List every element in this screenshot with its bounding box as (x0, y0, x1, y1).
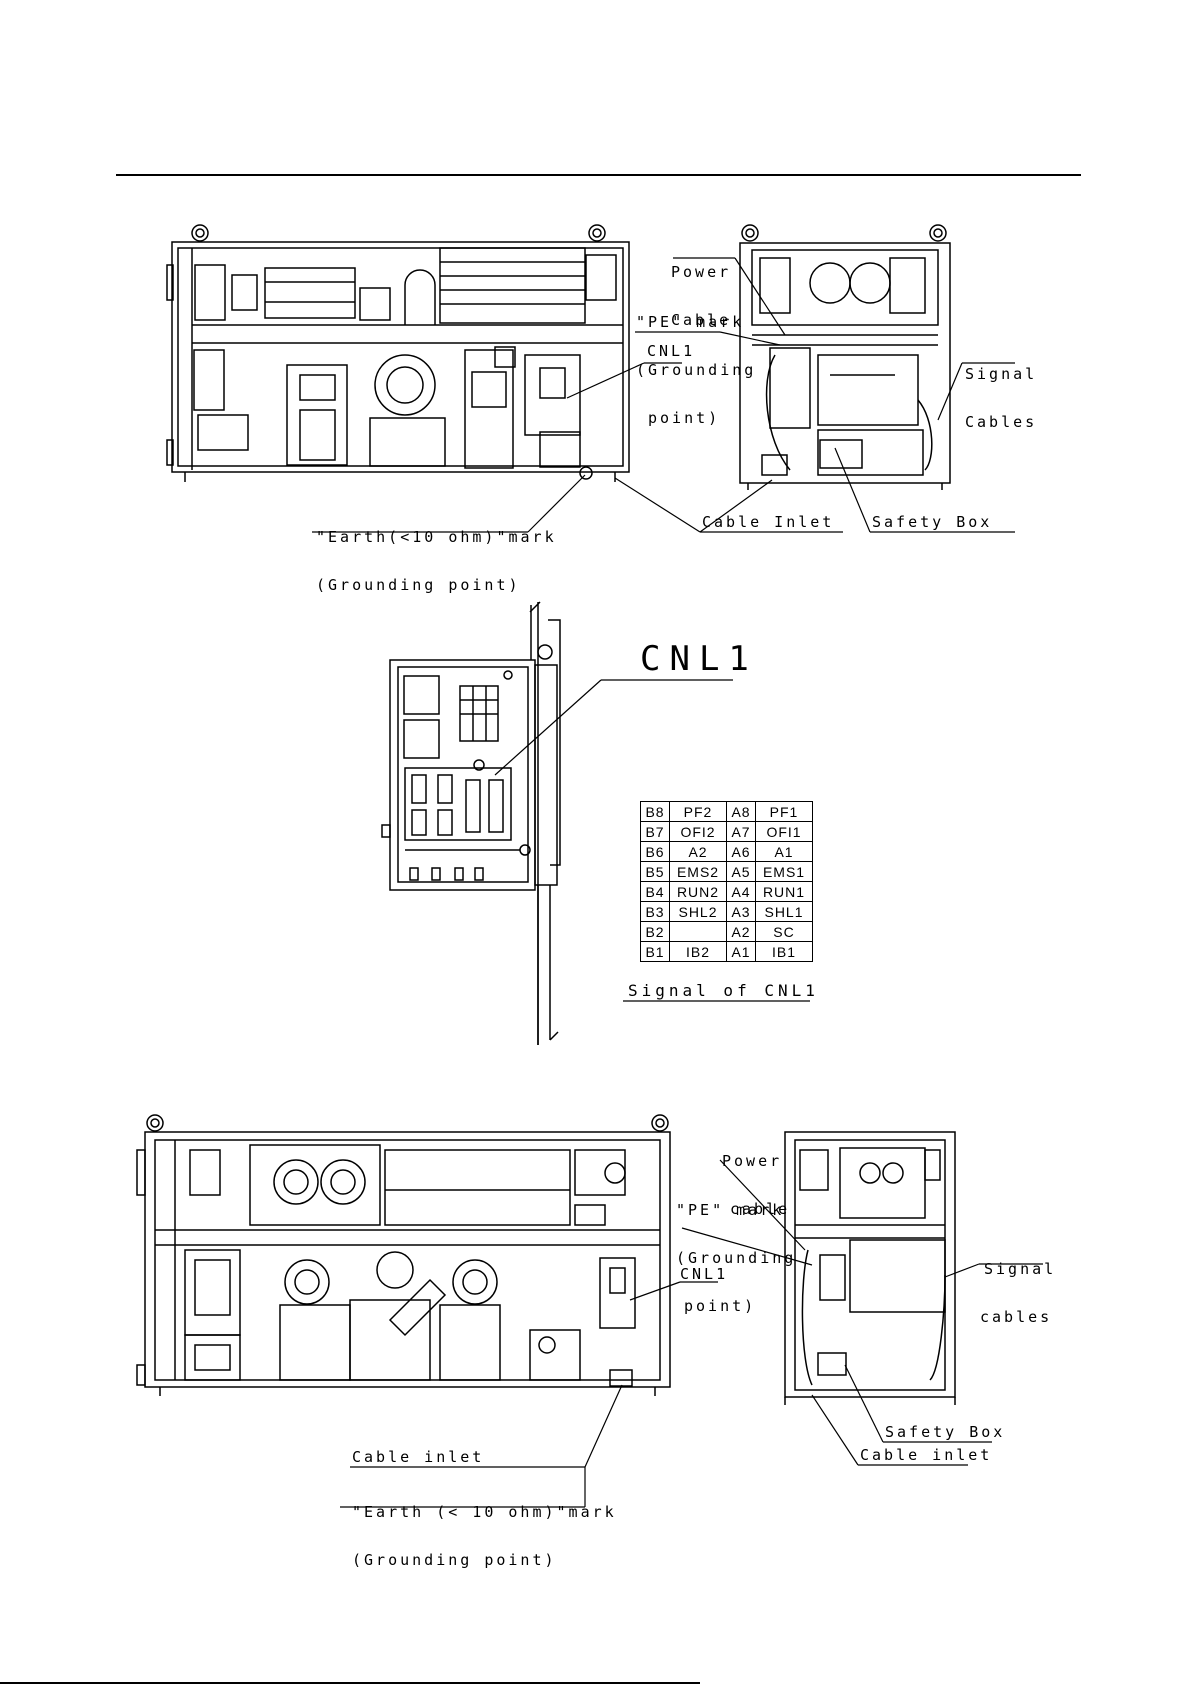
signal-a-cell: IB1 (755, 941, 813, 962)
bottom-leaders (340, 1159, 1043, 1508)
pin-a-cell: A8 (726, 801, 756, 822)
pin-b-cell: B6 (640, 841, 670, 862)
top-signal-cables-line-1: Signal (965, 365, 1038, 383)
signal-a-cell: RUN1 (755, 881, 813, 902)
top-earth-mark-line-1: "Earth(<10 ohm)"mark (316, 528, 557, 546)
signal-b-cell: PF2 (669, 801, 727, 822)
bottom-power-cable-line-1: Power (722, 1152, 783, 1170)
top-pe-mark-line-1: "PE" mark (636, 313, 745, 331)
top-leaders (312, 257, 1015, 533)
pin-b-cell: B4 (640, 881, 670, 902)
pin-a-cell: A2 (726, 921, 756, 942)
pin-b-cell: B1 (640, 941, 670, 962)
top-pe-mark-line-2: (Grounding (636, 361, 757, 379)
signal-b-cell: SHL2 (669, 901, 727, 922)
bottom-side-view (784, 1131, 956, 1405)
signal-b-cell: A2 (669, 841, 727, 862)
signal-a-cell: SC (755, 921, 813, 942)
top-signal-cables-label: Signal Cables (965, 334, 1037, 446)
top-signal-cables-line-2: Cables (965, 413, 1038, 431)
top-front-view (166, 224, 630, 482)
bottom-front-view (136, 1114, 671, 1396)
top-power-cable-label: Power Cable (671, 232, 731, 344)
cnl1-box-detail (381, 601, 561, 1045)
signal-b-cell (669, 921, 727, 942)
bottom-pe-mark-line-1: "PE" mark (676, 1201, 785, 1219)
top-side-view (739, 224, 951, 490)
bottom-earth-mark-line-2: (Grounding point) (352, 1551, 557, 1569)
bottom-cable-inlet-right-label: Cable inlet (860, 1446, 993, 1464)
bottom-power-cable-label: Power cable (722, 1121, 790, 1233)
signal-a-cell: A1 (755, 841, 813, 862)
pin-a-cell: A1 (726, 941, 756, 962)
pin-b-cell: B7 (640, 821, 670, 842)
signal-b-cell: IB2 (669, 941, 727, 962)
cnl1-signal-caption: Signal of CNL1 (628, 981, 819, 1000)
top-cnl1-label: CNL1 (647, 342, 696, 360)
signal-a-cell: OFI1 (755, 821, 813, 842)
signal-b-cell: EMS2 (669, 861, 727, 882)
footer-rule (0, 1682, 700, 1684)
pin-a-cell: A3 (726, 901, 756, 922)
bottom-signal-cables-line-1: Signal (984, 1260, 1057, 1278)
signal-b-cell: RUN2 (669, 881, 727, 902)
bottom-cnl1-label: CNL1 (680, 1265, 729, 1283)
pin-b-cell: B3 (640, 901, 670, 922)
top-power-cable-line-1: Power (671, 263, 732, 281)
top-cable-inlet-label: Cable Inlet (702, 513, 835, 531)
bottom-safety-box-label: Safety Box (885, 1423, 1006, 1441)
pin-a-cell: A5 (726, 861, 756, 882)
pin-b-cell: B2 (640, 921, 670, 942)
bottom-signal-cables-label: Signal cables (980, 1229, 1056, 1341)
top-earth-mark-line-2: (Grounding point) (316, 576, 521, 594)
pin-a-cell: A6 (726, 841, 756, 862)
cnl1-title: CNL1 (640, 639, 758, 679)
top-earth-mark-label: "Earth(<10 ohm)"mark (Grounding point) (316, 497, 557, 609)
bottom-signal-cables-line-2: cables (980, 1308, 1053, 1326)
top-pe-mark-label: "PE" mark (Grounding point) (636, 282, 756, 442)
bottom-pe-mark-line-2: (Grounding (676, 1249, 797, 1267)
header-rule (116, 174, 1081, 176)
signal-a-cell: EMS1 (755, 861, 813, 882)
pin-a-cell: A4 (726, 881, 756, 902)
pin-a-cell: A7 (726, 821, 756, 842)
top-power-cable-line-2: Cable (671, 311, 732, 329)
pin-b-cell: B8 (640, 801, 670, 822)
signal-a-cell: PF1 (755, 801, 813, 822)
signal-b-cell: OFI2 (669, 821, 727, 842)
bottom-cable-inlet-left-label: Cable inlet (352, 1448, 485, 1466)
bottom-earth-mark-label: "Earth (< 10 ohm)"mark (Grounding point) (352, 1472, 617, 1584)
signal-a-cell: SHL1 (755, 901, 813, 922)
bottom-earth-mark-line-1: "Earth (< 10 ohm)"mark (352, 1503, 617, 1521)
bottom-pe-mark-label: "PE" mark (Grounding point) (676, 1170, 796, 1330)
middle-leaders (494, 679, 810, 1002)
top-pe-mark-line-3: point) (648, 409, 721, 427)
pin-b-cell: B5 (640, 861, 670, 882)
bottom-power-cable-line-2: cable (730, 1200, 791, 1218)
top-safety-box-label: Safety Box (872, 513, 993, 531)
bottom-pe-mark-line-3: point) (684, 1297, 757, 1315)
